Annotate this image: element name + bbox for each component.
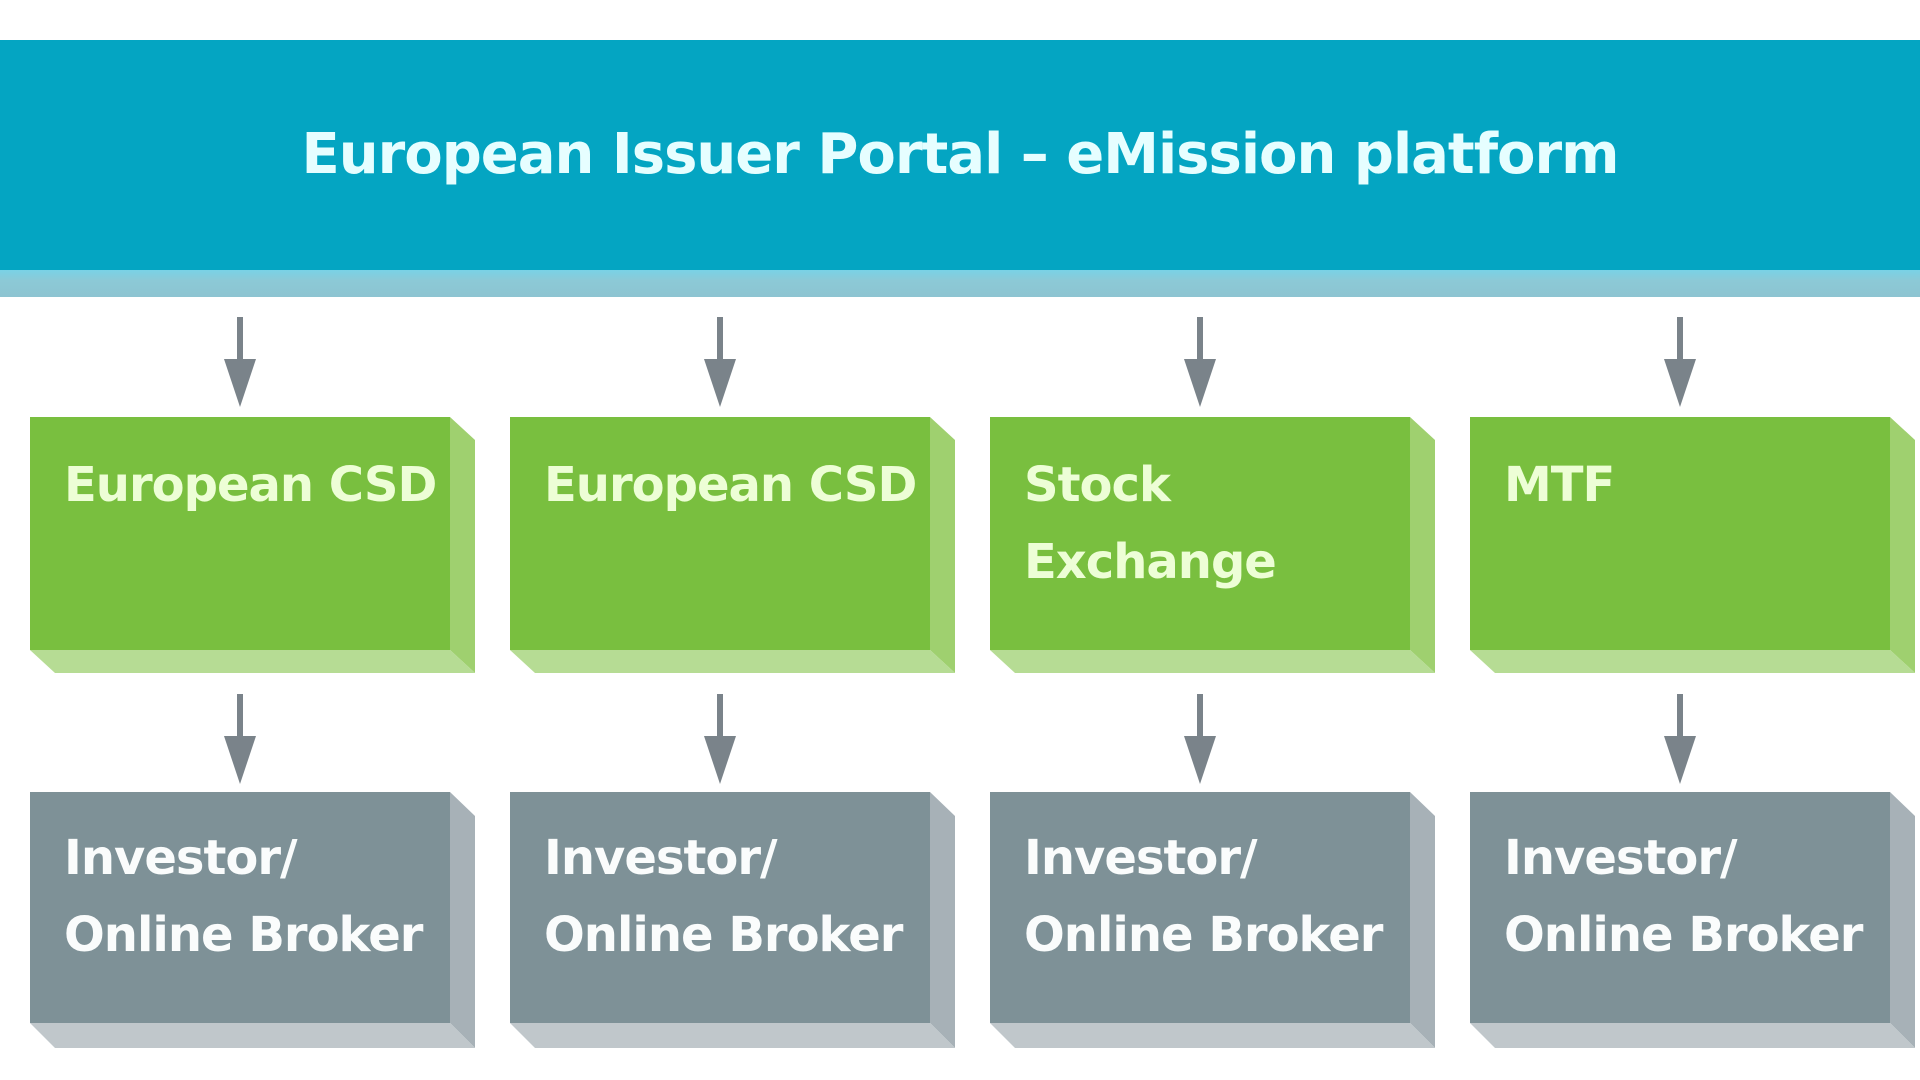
arrow-down-icon: [1663, 317, 1697, 409]
recipient-box: Investor/ Online Broker: [30, 792, 476, 1050]
flow-column-1: European CSD Investor/ Online Broker: [30, 0, 476, 1080]
arrow-down-icon: [223, 317, 257, 409]
arrow-down-icon: [1183, 317, 1217, 409]
arrow-down-icon: [703, 317, 737, 409]
arrow-down-icon: [1183, 694, 1217, 786]
venue-label: European CSD: [544, 457, 917, 513]
venue-label: European CSD: [64, 457, 437, 513]
venue-label: MTF: [1504, 457, 1615, 513]
recipient-box: Investor/ Online Broker: [990, 792, 1436, 1050]
portal-banner: [0, 40, 1920, 270]
venue-box: Stock Exchange: [990, 417, 1436, 675]
flow-column-2: European CSD Investor/ Online Broker: [510, 0, 956, 1080]
venue-box: European CSD: [510, 417, 956, 675]
banner-shadow-strip: [0, 270, 1920, 297]
recipient-box: Investor/ Online Broker: [510, 792, 956, 1050]
recipient-label: Investor/ Online Broker: [64, 830, 423, 963]
recipient-label: Investor/ Online Broker: [1024, 830, 1383, 963]
venue-box: MTF: [1470, 417, 1916, 675]
venue-box: European CSD: [30, 417, 476, 675]
venue-label: Stock Exchange: [1024, 457, 1277, 590]
flow-column-4: MTF Investor/ Online Broker: [1470, 0, 1916, 1080]
arrow-down-icon: [1663, 694, 1697, 786]
arrow-down-icon: [703, 694, 737, 786]
flow-column-3: Stock Exchange Investor/ Online Broker: [990, 0, 1436, 1080]
recipient-label: Investor/ Online Broker: [544, 830, 903, 963]
recipient-box: Investor/ Online Broker: [1470, 792, 1916, 1050]
arrow-down-icon: [223, 694, 257, 786]
banner-title: European Issuer Portal – eMission platfo…: [301, 122, 1619, 187]
recipient-label: Investor/ Online Broker: [1504, 830, 1863, 963]
